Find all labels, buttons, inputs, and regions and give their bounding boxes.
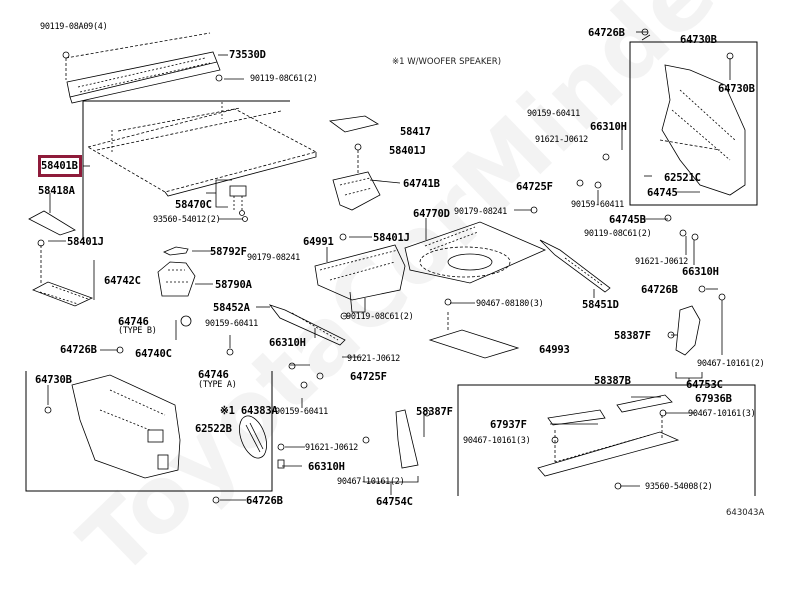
part-label: (TYPE A) <box>198 380 237 390</box>
part-label[interactable]: 64730B <box>35 374 72 386</box>
group-box-side-trim-left <box>25 371 273 492</box>
part-label[interactable]: 64742C <box>104 275 141 287</box>
part-label[interactable]: 64741B <box>403 178 440 190</box>
part-label[interactable]: 64726B <box>246 495 283 507</box>
part-58387B-sill <box>537 394 680 477</box>
figure-code: 643043A <box>726 508 765 518</box>
fasteners <box>44 28 734 504</box>
part-label[interactable]: 91621-J0612 <box>305 443 358 453</box>
part-label[interactable]: 64753C <box>686 379 723 391</box>
part-label[interactable]: 90119-08C61(2) <box>250 74 318 84</box>
group-box-sill-plate <box>457 384 756 496</box>
part-label[interactable]: 58387F <box>416 406 453 418</box>
part-label[interactable]: 64730B <box>680 34 717 46</box>
part-label[interactable]: 58401B <box>41 160 78 172</box>
part-label[interactable]: 58401J <box>389 145 426 157</box>
part-label[interactable]: 64726B <box>588 27 625 39</box>
part-label[interactable]: 62521C <box>664 172 701 184</box>
part-label[interactable]: 93560-54008(2) <box>645 482 713 492</box>
part-64993-mat <box>428 298 520 359</box>
part-73530D-rail <box>62 32 221 104</box>
part-label[interactable]: 91621-J0612 <box>535 135 588 145</box>
part-label[interactable]: 67937F <box>490 419 527 431</box>
part-58418A <box>28 210 76 236</box>
group-box-tonneau <box>82 100 290 240</box>
part-label[interactable]: 90467-10161(2) <box>337 477 405 487</box>
part-label[interactable]: 90159-60411 <box>205 319 258 329</box>
part-label[interactable]: 90159-60411 <box>527 109 580 119</box>
parts-diagram-drawing <box>25 28 758 504</box>
part-label[interactable]: 64740C <box>135 348 172 360</box>
part-label[interactable]: ※1 64383A <box>220 405 278 417</box>
part-label[interactable]: 91621-J0612 <box>635 257 688 267</box>
part-58451D <box>539 239 611 293</box>
part-label[interactable]: 64754C <box>376 496 413 508</box>
part-label[interactable]: 64725F <box>350 371 387 383</box>
part-58401B-tonneau-cover <box>86 102 318 197</box>
part-label[interactable]: 58417 <box>400 126 431 138</box>
part-label[interactable]: 66310H <box>308 461 345 473</box>
part-label: (TYPE B) <box>118 326 157 336</box>
part-label[interactable]: 66310H <box>682 266 719 278</box>
part-label[interactable]: 64991 <box>303 236 334 248</box>
part-label[interactable]: 90467-10161(3) <box>463 436 531 446</box>
part-label[interactable]: 90467-08180(3) <box>476 299 544 309</box>
part-58792F-58790A <box>157 246 196 297</box>
part-64754C <box>395 409 419 469</box>
part-label[interactable]: 73530D <box>229 49 266 61</box>
part-label[interactable]: 58792F <box>210 246 247 258</box>
part-label[interactable]: 90467-10161(2) <box>697 359 765 369</box>
part-58470C-hook <box>229 185 247 216</box>
part-64991-floor-box <box>314 244 406 313</box>
part-label[interactable]: 90119-08A09(4) <box>40 22 108 32</box>
part-label[interactable]: 64745B <box>609 214 646 226</box>
part-62522B-vent <box>239 415 267 459</box>
part-label[interactable]: 67936B <box>695 393 732 405</box>
part-label[interactable]: 64993 <box>539 344 570 356</box>
part-64742C-tray <box>32 239 94 307</box>
part-label[interactable]: 66310H <box>590 121 627 133</box>
part-label[interactable]: 64726B <box>60 344 97 356</box>
part-label[interactable]: 58418A <box>38 185 75 197</box>
part-label[interactable]: 64745 <box>647 187 678 199</box>
part-label[interactable]: 58790A <box>215 279 252 291</box>
part-label[interactable]: 64746 <box>118 316 149 328</box>
part-label[interactable]: 91621-J0612 <box>347 354 400 364</box>
part-label[interactable]: 58401J <box>373 232 410 244</box>
group-boxes <box>25 41 758 496</box>
part-label[interactable]: 58387B <box>594 375 631 387</box>
part-64753C <box>675 305 701 356</box>
part-label[interactable]: 58451D <box>582 299 619 311</box>
part-label[interactable]: 58470C <box>175 199 212 211</box>
part-label[interactable]: 58387F <box>614 330 651 342</box>
part-label[interactable]: 64725F <box>516 181 553 193</box>
leader-lines <box>47 31 731 501</box>
part-label[interactable]: 62522B <box>195 423 232 435</box>
part-label[interactable]: 90119-08C61(2) <box>584 229 652 239</box>
part-label[interactable]: 64726B <box>641 284 678 296</box>
part-label[interactable]: 90159-60411 <box>571 200 624 210</box>
highlight-box-58401B <box>38 155 82 177</box>
part-64730B-right-trim <box>659 64 746 196</box>
part-64741B-speaker <box>328 115 381 211</box>
part-label[interactable]: 90179-08241 <box>247 253 300 263</box>
part-58452A-strip <box>268 304 346 346</box>
part-label[interactable]: 64746 <box>198 369 229 381</box>
part-label[interactable]: 90467-10161(3) <box>688 409 756 419</box>
part-64740C-left-trim <box>71 374 181 479</box>
group-box-side-trim-right <box>629 41 758 206</box>
note-woofer-speaker: ※1 W/WOOFER SPEAKER) <box>392 57 502 67</box>
part-label[interactable]: 90179-08241 <box>454 207 507 217</box>
part-label[interactable]: 64730B <box>718 83 755 95</box>
part-label[interactable]: 66310H <box>269 337 306 349</box>
part-label[interactable]: 90119-08C61(2) <box>346 312 414 322</box>
part-label[interactable]: 90159-60411 <box>275 407 328 417</box>
part-label[interactable]: 58401J <box>67 236 104 248</box>
part-label[interactable]: 93560-54012(2) <box>153 215 221 225</box>
part-label[interactable]: 64770D <box>413 208 450 220</box>
part-64770D-deck-board <box>404 221 547 284</box>
part-label[interactable]: 58452A <box>213 302 250 314</box>
